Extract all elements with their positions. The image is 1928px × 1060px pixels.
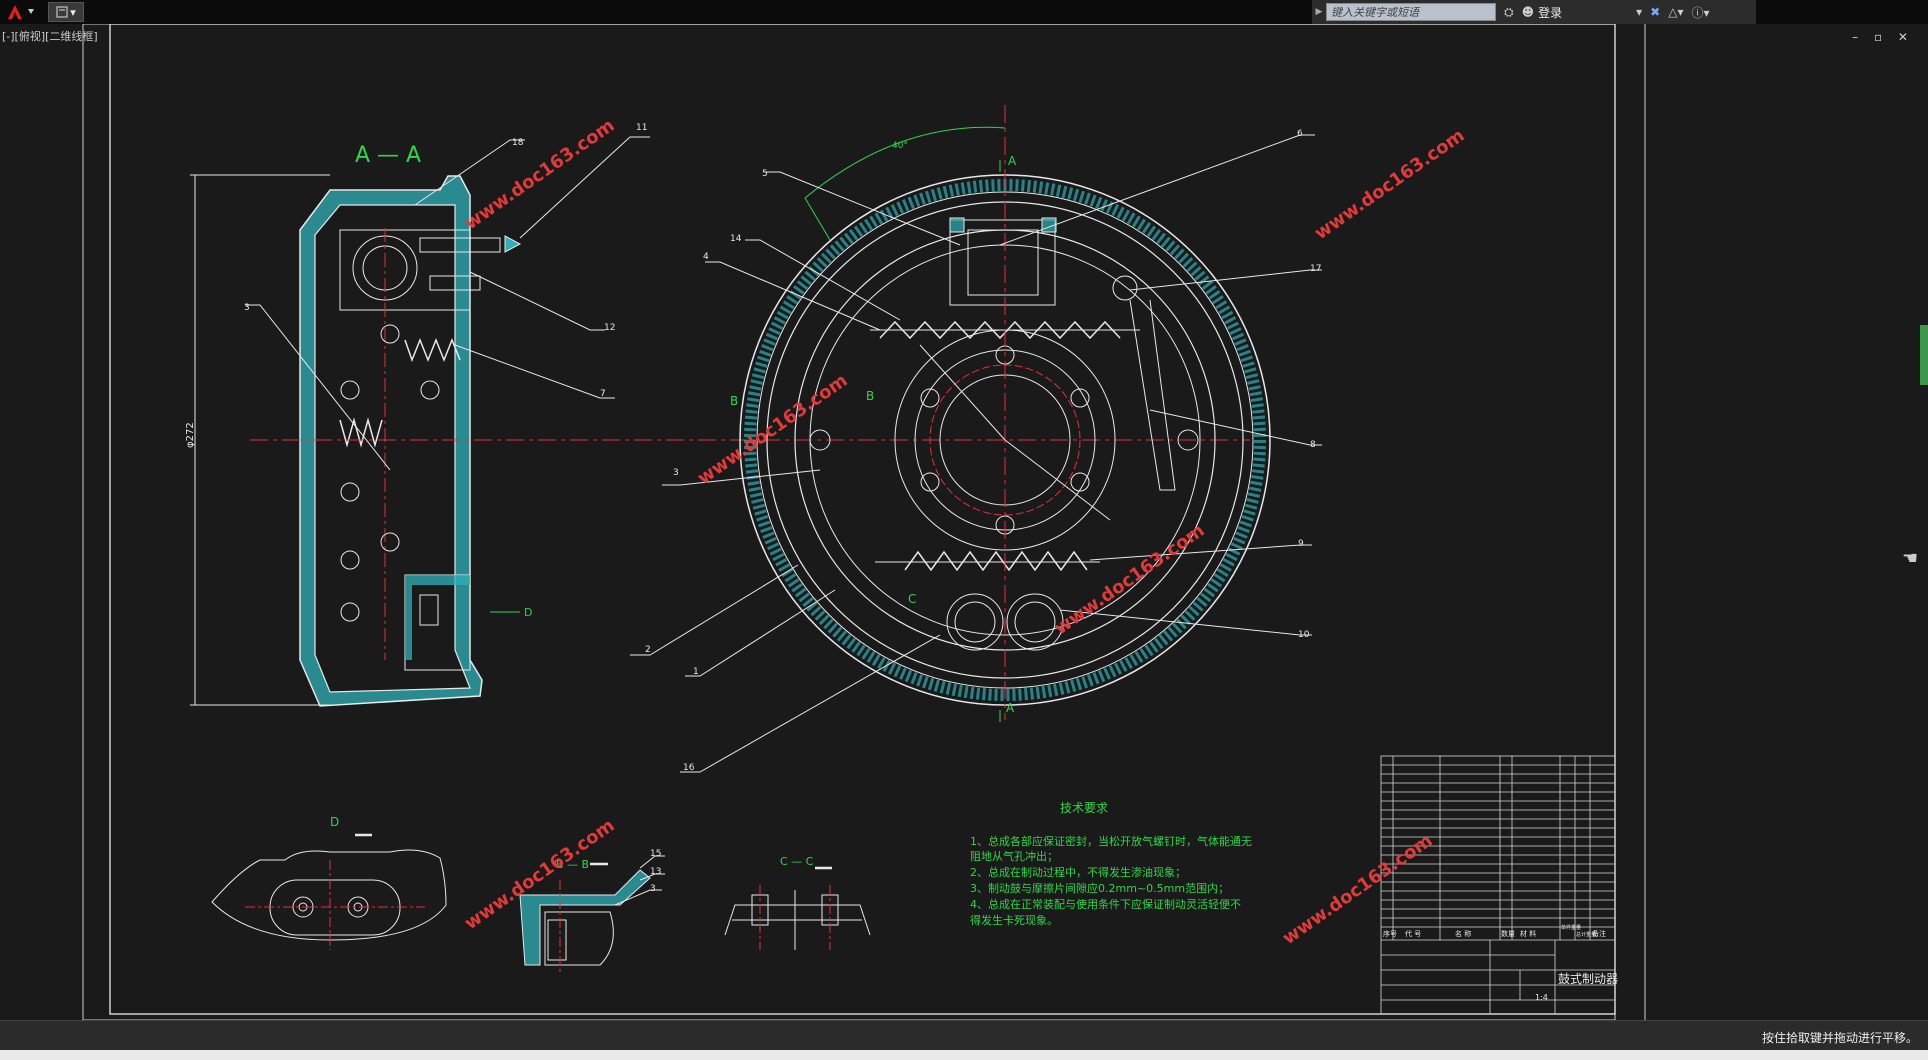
- part-number-label: 1: [693, 667, 699, 677]
- part-number-label: 9: [1298, 539, 1304, 549]
- part-number-label: 12: [604, 323, 615, 333]
- tech-note: 4、总成在正常装配与使用条件下应保证制动灵活轻便不: [970, 897, 1241, 911]
- command-line-bar[interactable]: 按住拾取键并拖动进行平移。: [0, 1020, 1928, 1051]
- section-cc-title: C — C: [780, 855, 814, 868]
- app-logo-icon: [8, 5, 34, 19]
- view-d: D: [211, 815, 447, 950]
- tech-note: 2、总成在制动过程中，不得发生渗油现象；: [970, 865, 1186, 879]
- quick-access-button[interactable]: ▾: [48, 2, 84, 22]
- viewport-controls[interactable]: [-][俯视][二维线框]: [2, 30, 98, 43]
- part-number-label: 16: [683, 763, 695, 773]
- part-number-label: 14: [730, 234, 742, 244]
- parts-list-header: 序号 代 号 名 称 数量 材 料 单件重量 总计重量 备注: [1383, 924, 1606, 938]
- document-icon: [56, 6, 68, 18]
- title-bar: ▾ ▶ ⛭ ☻ 登录 ▾ ✖ △▾ ⓘ▾: [0, 0, 1928, 24]
- part-number-label: 10: [1298, 630, 1310, 640]
- part-number-label: 7: [600, 389, 606, 399]
- section-marker-b-left: B: [730, 394, 738, 408]
- part-number-label: 17: [1310, 264, 1321, 274]
- scale-value: 1:4: [1535, 993, 1548, 1002]
- front-view-annotations: 40° A A B B C 5 6 14 4 17 8 9 10: [630, 129, 1322, 773]
- part-number-label: 8: [1310, 440, 1316, 450]
- login-dropdown-icon[interactable]: ▾: [1636, 5, 1643, 19]
- section-marker-b-right: B: [866, 389, 874, 403]
- header-cell: 代 号: [1405, 929, 1421, 938]
- part-number-label: 3: [673, 468, 679, 478]
- search-input[interactable]: [1326, 3, 1496, 21]
- navigation-bar-handle[interactable]: [1920, 325, 1928, 385]
- part-number-label: 11: [636, 123, 647, 133]
- quick-access-dropdown[interactable]: ▾: [70, 5, 76, 19]
- user-icon: ☻: [1521, 5, 1535, 19]
- header-cell: 序号: [1383, 929, 1397, 938]
- watermark-text: www.doc163.com: [461, 115, 619, 234]
- part-number-label: 15: [650, 849, 661, 859]
- watermark-text: www.doc163.com: [1311, 125, 1469, 244]
- header-cell: 名 称: [1455, 929, 1471, 938]
- section-bb-view: B — B 15 13 3: [519, 849, 665, 975]
- part-number-label: 2: [645, 645, 651, 655]
- app-logo-button[interactable]: [2, 2, 42, 22]
- part-number-label: 18: [512, 138, 524, 148]
- diameter-dimension: φ272: [185, 422, 196, 448]
- section-marker-a-bottom: A: [1006, 701, 1015, 715]
- expand-arrow-icon[interactable]: ▶: [1315, 7, 1323, 17]
- parts-list-table: [1380, 755, 1616, 1015]
- part-number-label: 4: [703, 252, 709, 262]
- tech-note: 3、制动鼓与摩擦片间隙应0.2mm~0.5mm范围内；: [970, 881, 1229, 895]
- watermark-text: www.doc163.com: [1051, 520, 1209, 639]
- header-cell: 材 料: [1520, 929, 1536, 938]
- section-aa-title: A — A: [355, 143, 421, 168]
- header-cell: 总计重量: [1576, 931, 1596, 938]
- header-cell: 单件重量: [1561, 924, 1581, 931]
- part-number-label: 6: [1297, 129, 1303, 139]
- part-number-label: 3: [244, 303, 250, 313]
- tech-note: 阻地从气孔冲出；: [970, 849, 1058, 863]
- tech-note: 1、总成各部应保证密封，当松开放气螺钉时，气体能通无: [970, 834, 1252, 848]
- binoculars-icon[interactable]: ⛭: [1504, 4, 1514, 19]
- section-bb-title: B — B: [556, 858, 589, 871]
- exchange-icon[interactable]: ✖: [1650, 5, 1661, 19]
- drawing-frame: [82, 24, 1646, 1020]
- login-button[interactable]: 登录: [1538, 5, 1563, 20]
- header-cell: 备注: [1592, 929, 1606, 938]
- section-aa-view: A — A φ272 D: [185, 123, 1250, 707]
- technical-requirements: 技术要求 1、总成各部应保证密封，当松开放气螺钉时，气体能通无 阻地从气孔冲出；…: [970, 801, 1252, 927]
- part-number-label: 5: [762, 169, 768, 179]
- view-d-title: D: [330, 815, 339, 829]
- angle-dimension: 40°: [892, 141, 908, 151]
- status-bar: [0, 1050, 1928, 1060]
- title-block-name: 鼓式制动器: [1558, 972, 1618, 986]
- pan-hand-cursor-icon: ☚: [1902, 548, 1919, 569]
- watermark-group: www.doc163.com www.doc163.com www.doc163…: [461, 115, 1469, 949]
- front-view-drum: [739, 105, 1271, 722]
- autodesk-a360-icon[interactable]: △▾: [1668, 5, 1684, 19]
- drawing-canvas[interactable]: A — A φ272 D: [0, 24, 1928, 1020]
- part-number-label: 3: [650, 884, 656, 894]
- part-number-label: 13: [650, 867, 661, 877]
- command-prompt-text: 按住拾取键并拖动进行平移。: [1761, 1031, 1918, 1045]
- header-cell: 数量: [1501, 929, 1515, 938]
- tech-title: 技术要求: [1060, 801, 1108, 815]
- tech-note: 得发生卡死现象。: [970, 913, 1058, 927]
- section-cc-view: C — C: [724, 855, 871, 950]
- view-d-marker: D: [524, 606, 532, 619]
- help-icon[interactable]: ⓘ▾: [1691, 5, 1710, 20]
- section-marker-a-top: A: [1008, 154, 1017, 168]
- section-marker-c: C: [908, 592, 916, 606]
- help-search-area: ▶ ⛭ ☻ 登录 ▾ ✖ △▾ ⓘ▾: [1312, 0, 1756, 24]
- drawing-window-controls[interactable]: – ▫ ✕: [1852, 30, 1914, 44]
